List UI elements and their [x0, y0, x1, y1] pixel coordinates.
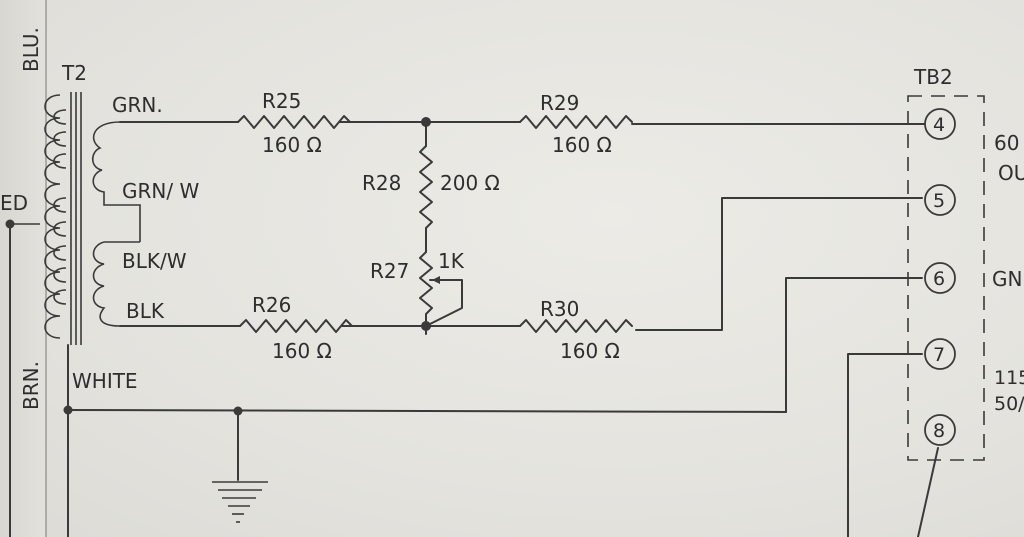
primary-winding-inner — [53, 109, 67, 305]
wire-r30-to-tb2-5 — [635, 197, 923, 331]
tb2-terminal-6 — [924, 262, 956, 294]
ground-bus — [63, 277, 923, 523]
resistor-r29 — [519, 115, 633, 129]
side-label-50: 50/ — [994, 393, 1024, 415]
ground-symbol — [212, 481, 268, 523]
wire-ground-to-tb2-6 — [785, 277, 923, 413]
bottom-junction — [421, 321, 431, 331]
r28-value: 200 Ω — [440, 171, 500, 195]
side-label-gn: GN — [992, 267, 1022, 291]
bottom-rail — [119, 197, 923, 333]
wire-from-tb2-8 — [917, 447, 939, 537]
white-ground-wire — [67, 409, 787, 413]
primary-winding — [44, 94, 61, 339]
side-label-60: 60 — [994, 131, 1019, 155]
r30-value: 160 Ω — [560, 339, 620, 363]
r26-value: 160 Ω — [272, 339, 332, 363]
blk-label: BLK — [126, 299, 165, 323]
tb2-terminal-7 — [924, 338, 956, 370]
brown-lead-label: BRN. — [19, 361, 43, 410]
side-label-115: 115 — [994, 367, 1024, 389]
secondary-winding-lower — [92, 241, 140, 327]
tb2-outline — [907, 95, 985, 461]
blue-lead-label: BLU. — [19, 27, 43, 72]
r27-wiper-arrow — [432, 276, 440, 284]
top-rail — [119, 115, 926, 129]
resistor-r28 — [419, 145, 433, 229]
tb2-terminal-4-label: 4 — [933, 114, 945, 136]
r25-name: R25 — [262, 89, 301, 113]
grn-label: GRN. — [112, 93, 163, 117]
tb2-terminal-4 — [924, 108, 956, 140]
side-label-ou: OU — [998, 161, 1024, 185]
resistor-r30 — [519, 319, 633, 333]
transformer-label: T2 — [61, 61, 87, 85]
tb2-terminal-8-label: 8 — [933, 420, 945, 442]
r27-wiper — [425, 279, 463, 327]
tb2-terminal-7-label: 7 — [933, 344, 945, 366]
white-lead-label: WHITE — [72, 369, 138, 393]
center-branch — [419, 121, 463, 335]
grn-w-label: GRN/ W — [122, 179, 199, 203]
r30-name: R30 — [540, 297, 579, 321]
tb2-terminal-6-label: 6 — [933, 268, 945, 290]
terminal-block-tb2 — [907, 95, 985, 461]
tb2-terminal-8 — [924, 414, 956, 446]
resistor-r26 — [239, 319, 353, 333]
left-leads: ED BLU. BRN. WHITE — [0, 27, 138, 537]
tb2-terminal-5-label: 5 — [933, 190, 945, 212]
red-lead-label: ED — [0, 191, 28, 215]
r27-value: 1K — [438, 249, 465, 273]
secondary-winding-upper — [91, 121, 141, 242]
r26-name: R26 — [252, 293, 291, 317]
blk-w-label: BLK/W — [122, 249, 187, 273]
wire-to-tb2-7 — [847, 353, 923, 537]
r29-name: R29 — [540, 91, 579, 115]
resistor-r25 — [237, 115, 351, 129]
r25-value: 160 Ω — [262, 133, 322, 157]
tb2-label: TB2 — [913, 65, 953, 89]
tb2-terminal-5 — [924, 184, 956, 216]
white-junction — [63, 405, 73, 415]
r29-value: 160 Ω — [552, 133, 612, 157]
r28-name: R28 — [362, 171, 401, 195]
resistor-r27 — [419, 251, 433, 335]
transformer-t2: T2 — [44, 61, 141, 345]
r27-name: R27 — [370, 259, 409, 283]
